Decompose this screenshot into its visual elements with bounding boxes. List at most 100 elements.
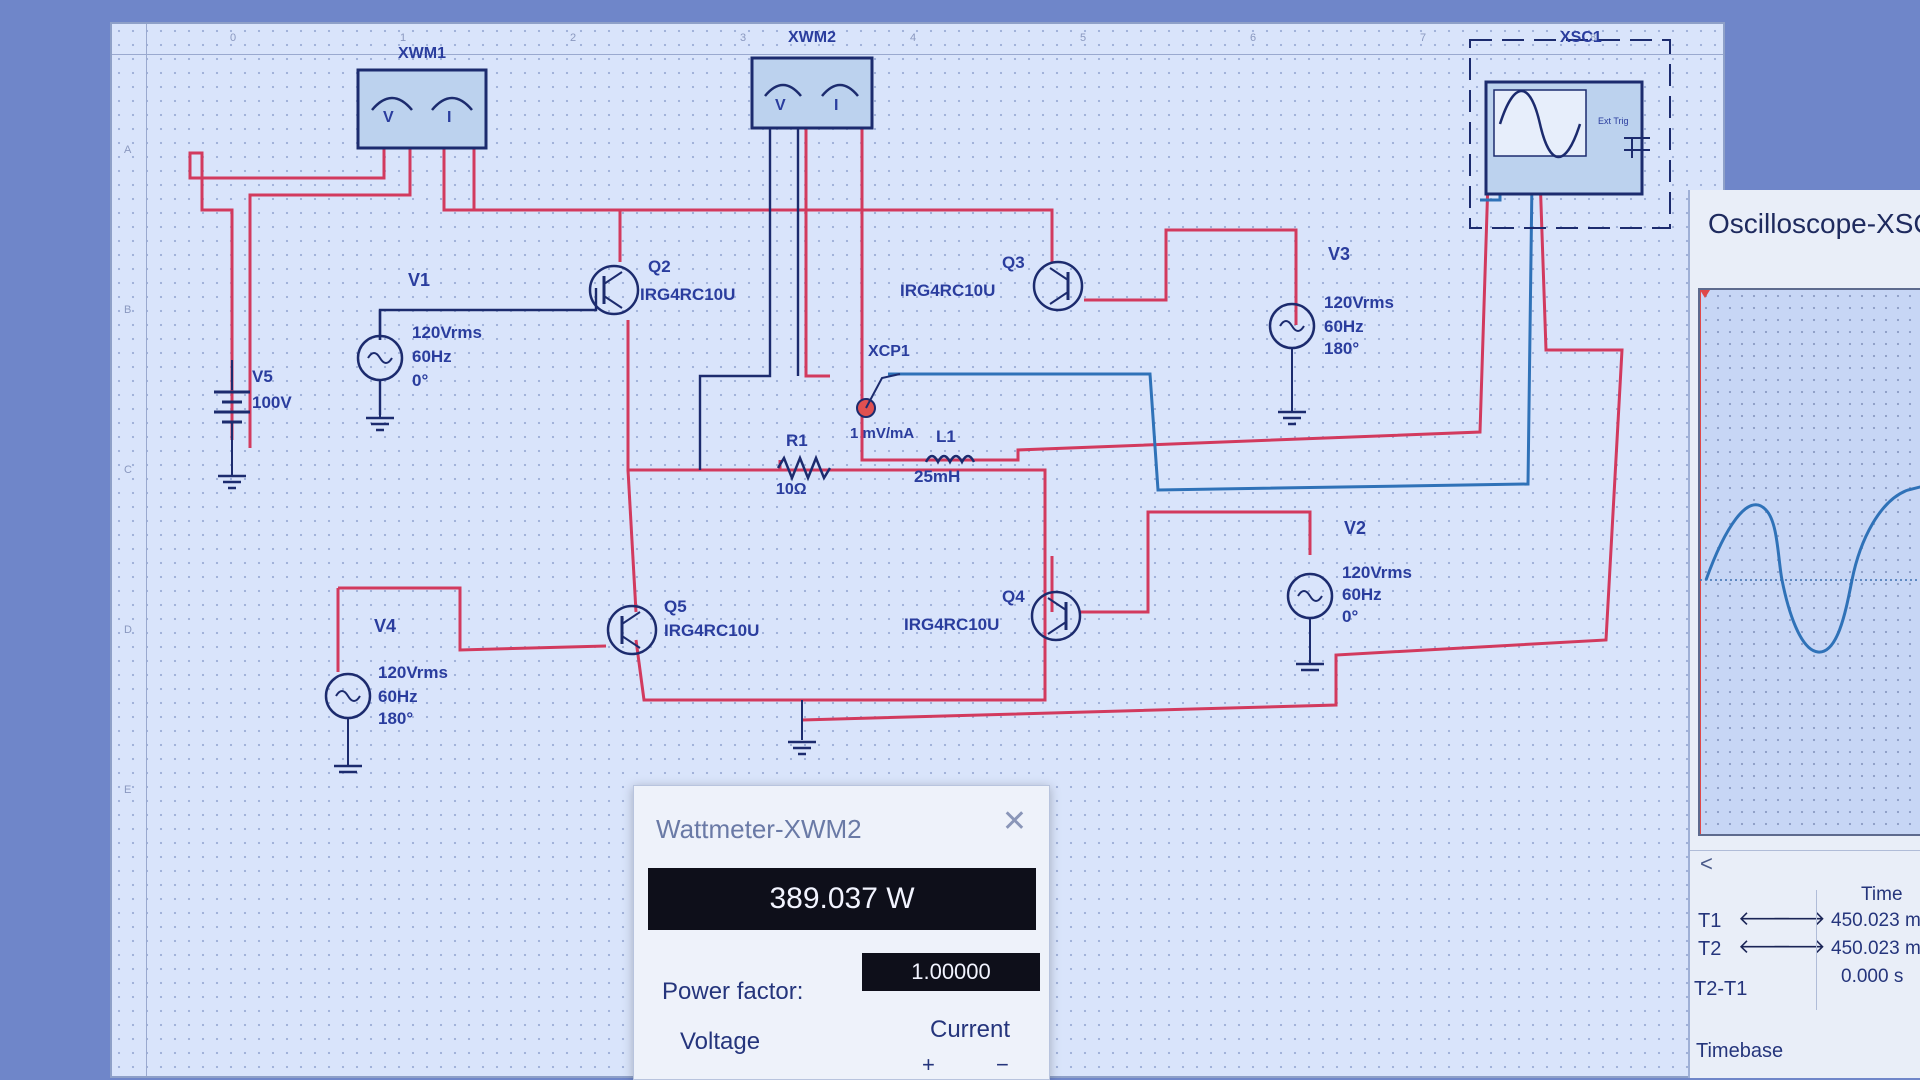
t1-left-arrow-button[interactable]: 🡐 bbox=[1738, 908, 1792, 930]
transistor-name: Q3 bbox=[1002, 253, 1025, 272]
wire[interactable] bbox=[634, 612, 1047, 702]
transistor-name: Q2 bbox=[648, 257, 671, 276]
oscilloscope-screen[interactable] bbox=[1698, 288, 1920, 836]
power-reading: 389.037 W bbox=[648, 868, 1036, 930]
ruler-tick: A bbox=[124, 144, 132, 156]
cursor-t1-label: T1 bbox=[1698, 910, 1722, 932]
wire[interactable] bbox=[378, 288, 598, 340]
ruler-tick: 7 bbox=[1420, 32, 1427, 44]
scroll-left-button[interactable]: < bbox=[1700, 851, 1713, 876]
close-icon[interactable]: ✕ bbox=[1001, 805, 1027, 838]
t1-time-value: 450.023 ms bbox=[1831, 910, 1920, 931]
probe-label: XCP1 bbox=[868, 343, 910, 360]
current-label: Current bbox=[930, 1016, 1011, 1043]
wattmeter-v-symbol: V bbox=[775, 97, 786, 114]
schematic-sheet[interactable]: 0 1 2 3 4 5 6 7 8 A B C D E bbox=[110, 22, 1725, 1078]
t2-t1-time-value: 0.000 s bbox=[1841, 966, 1904, 987]
igbt-q4[interactable]: Q4 IRG4RC10U bbox=[904, 587, 1082, 642]
wire[interactable] bbox=[442, 135, 1054, 262]
source-amplitude: 120Vrms bbox=[1324, 293, 1394, 312]
power-factor-value: 1.00000 bbox=[862, 953, 1040, 991]
ruler-tick: D bbox=[124, 624, 132, 636]
ac-source-v3[interactable]: V3 120Vrms 60Hz 180° bbox=[1268, 244, 1394, 426]
top-ruler: 0 1 2 3 4 5 6 7 8 bbox=[112, 24, 1723, 55]
time-header: Time bbox=[1861, 884, 1903, 905]
probe-scale: 1 mV/mA bbox=[850, 425, 914, 442]
resistor-value: 10Ω bbox=[776, 481, 807, 498]
source-phase: 0° bbox=[412, 371, 428, 390]
power-factor-label: Power factor: bbox=[662, 978, 804, 1005]
ac-source-v2[interactable]: V2 120Vrms 60Hz 0° bbox=[1286, 518, 1412, 672]
ac-source-v4[interactable]: V4 120Vrms 60Hz 180° bbox=[324, 616, 448, 774]
wattmeter-label: XWM1 bbox=[398, 45, 446, 62]
source-frequency: 60Hz bbox=[1342, 585, 1382, 604]
ground-symbol bbox=[218, 474, 246, 490]
timebase-label: Timebase bbox=[1696, 1040, 1784, 1062]
t1-right-arrow-button[interactable]: 🡒 bbox=[1772, 908, 1826, 930]
oscilloscope-window[interactable]: Oscilloscope-XSC1 < T1 🡐 🡒 T2 🡐 🡒 T2-T1 … bbox=[1688, 190, 1920, 1078]
wire[interactable] bbox=[626, 320, 1047, 612]
wire[interactable] bbox=[804, 118, 830, 378]
t2-right-arrow-button[interactable]: 🡒 bbox=[1772, 936, 1826, 958]
oscilloscope-instrument-xsc1[interactable]: Ext Trig XSC1 bbox=[1469, 29, 1671, 229]
horizontal-scrollbar[interactable]: < bbox=[1690, 850, 1920, 879]
t2-time-value: 450.023 ms bbox=[1831, 938, 1920, 959]
source-phase: 0° bbox=[1342, 607, 1358, 626]
source-amplitude: 120Vrms bbox=[378, 663, 448, 682]
source-amplitude: 120Vrms bbox=[1342, 563, 1412, 582]
ruler-tick: 8 bbox=[1590, 32, 1597, 44]
wire[interactable] bbox=[888, 179, 1534, 492]
wire[interactable] bbox=[1080, 510, 1312, 614]
source-name: V4 bbox=[374, 616, 396, 636]
ground-symbol bbox=[788, 700, 816, 756]
transistor-name: Q5 bbox=[664, 597, 687, 616]
t2-left-arrow-button[interactable]: 🡐 bbox=[1738, 936, 1792, 958]
current-probe-xcp1[interactable]: XCP1 1 mV/mA bbox=[850, 343, 914, 442]
ruler-tick: C bbox=[124, 464, 132, 476]
wire[interactable] bbox=[706, 460, 782, 472]
source-frequency: 60Hz bbox=[378, 687, 418, 706]
source-frequency: 60Hz bbox=[412, 347, 452, 366]
window-title: Oscilloscope-XSC1 bbox=[1708, 208, 1920, 239]
ac-source-v1[interactable]: V1 120Vrms 60Hz 0° bbox=[356, 270, 482, 432]
source-name: V3 bbox=[1328, 244, 1350, 264]
wattmeter-label: XWM2 bbox=[788, 29, 836, 46]
ruler-tick: 3 bbox=[740, 32, 747, 44]
transistor-model: IRG4RC10U bbox=[664, 621, 759, 640]
wire[interactable] bbox=[698, 118, 772, 470]
wattmeter-xwm1[interactable]: V I XWM1 bbox=[356, 45, 488, 150]
resistor-name: R1 bbox=[786, 431, 808, 450]
wire[interactable] bbox=[188, 135, 386, 440]
wattmeter-xwm2[interactable]: V I XWM2 bbox=[750, 29, 874, 130]
wire[interactable] bbox=[1084, 228, 1298, 325]
ruler-tick: B bbox=[124, 304, 132, 316]
cursor-t2-t1-label: T2-T1 bbox=[1694, 978, 1748, 1000]
wire[interactable] bbox=[801, 174, 1624, 722]
resistor-r1[interactable]: R1 10Ω bbox=[776, 431, 832, 498]
source-frequency: 60Hz bbox=[1324, 317, 1364, 336]
wire[interactable] bbox=[338, 586, 607, 652]
igbt-q3[interactable]: Q3 IRG4RC10U bbox=[900, 253, 1084, 312]
waveform-display bbox=[1700, 290, 1920, 834]
ruler-tick: 1 bbox=[400, 32, 407, 44]
inductor-name: L1 bbox=[936, 427, 956, 446]
dc-source-v5[interactable]: V5 100V bbox=[214, 360, 292, 475]
source-phase: 180° bbox=[378, 709, 413, 728]
transistor-model: IRG4RC10U bbox=[640, 285, 735, 304]
transistor-model: IRG4RC10U bbox=[900, 281, 995, 300]
wattmeter-window[interactable]: Wattmeter-XWM2 ✕ 389.037 W 1.00000 Power… bbox=[633, 785, 1050, 1080]
wire[interactable] bbox=[248, 135, 412, 448]
wire[interactable] bbox=[626, 469, 638, 613]
source-name: V1 bbox=[408, 270, 430, 290]
igbt-q2[interactable]: Q2 IRG4RC10U bbox=[588, 257, 735, 316]
current-plus-terminal: + bbox=[922, 1052, 935, 1077]
ruler-tick: 2 bbox=[570, 32, 577, 44]
inductor-l1[interactable]: L1 25mH bbox=[914, 427, 976, 486]
window-title: Wattmeter-XWM2 bbox=[656, 814, 862, 844]
wattmeter-i-symbol: I bbox=[447, 109, 451, 126]
igbt-q5[interactable]: Q5 IRG4RC10U bbox=[606, 597, 759, 656]
current-minus-terminal: − bbox=[996, 1052, 1009, 1077]
ruler-tick: 6 bbox=[1250, 32, 1257, 44]
inductor-value: 25mH bbox=[914, 467, 960, 486]
